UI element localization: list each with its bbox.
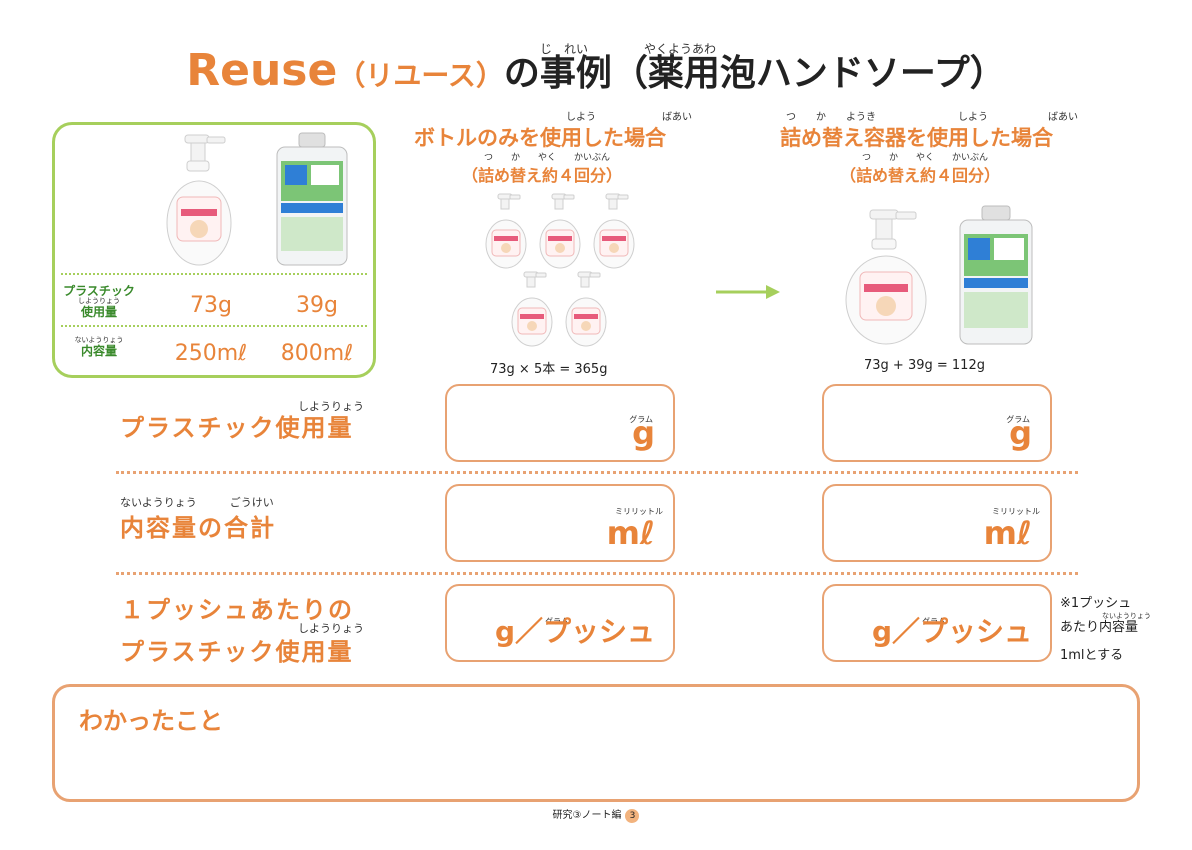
row3-refill-unit: g／プッシュ bbox=[871, 615, 1032, 648]
row3-ruby: しようりょう bbox=[298, 622, 364, 635]
row-divider bbox=[116, 572, 1078, 575]
row1-bottle-unit: g bbox=[632, 414, 655, 452]
refill-sub-ruby: つ か やく かいぶん bbox=[862, 153, 989, 163]
row1-bottle-answer[interactable]: グラム g bbox=[445, 384, 675, 462]
note-line2: あたり内容量 bbox=[1060, 620, 1139, 635]
bottle-only-subheading: （詰め替え約４回分） bbox=[462, 166, 623, 185]
page-number: 3 bbox=[625, 809, 640, 823]
panel-label-volume-ruby: ないようりょう bbox=[74, 336, 124, 344]
refill-container-image bbox=[959, 205, 1033, 345]
row1-refill-answer[interactable]: グラム g bbox=[822, 384, 1052, 462]
row1-label: プラスチック使用量 bbox=[120, 414, 354, 442]
arrow-right-icon bbox=[716, 285, 780, 299]
row3-refill-answer[interactable]: グラム g／プッシュ bbox=[822, 584, 1052, 662]
page-title: Reuse（リユース）の事例（薬用泡ハンドソープ） bbox=[0, 44, 1192, 96]
row1-ruby: しようりょう bbox=[298, 400, 364, 413]
small-pump-bottle-image bbox=[593, 193, 635, 269]
bottle-plastic-value: 73g bbox=[190, 293, 232, 318]
panel-divider bbox=[61, 325, 367, 327]
row-divider bbox=[116, 471, 1078, 474]
row2-refill-unit: mℓ bbox=[983, 514, 1032, 552]
row3-refill-unit-ruby: グラム bbox=[922, 617, 946, 626]
bottle-volume-value: 250mℓ bbox=[174, 341, 248, 366]
row2-bottle-unit-ruby: ミリリットル bbox=[615, 507, 663, 516]
findings-label: わかったこと bbox=[79, 707, 223, 735]
row3-label-b: プラスチック使用量 bbox=[120, 638, 354, 666]
row1-refill-unit: g bbox=[1009, 414, 1032, 452]
pump-bottle-image bbox=[166, 134, 232, 266]
panel-divider bbox=[61, 273, 367, 275]
refill-heading: 詰め替え容器を使用した場合 bbox=[780, 126, 1053, 150]
panel-label-volume: ないようりょう 内容量 bbox=[59, 336, 139, 358]
title-ruby-yakuyouawa: やくようあわ bbox=[644, 42, 717, 56]
small-pump-bottle-image bbox=[539, 193, 581, 269]
row2-ruby: ないようりょう ごうけい bbox=[120, 496, 274, 509]
refill-head-ruby-3: ばあい bbox=[1048, 112, 1078, 123]
small-pump-bottle-image bbox=[485, 193, 527, 269]
panel-label-volume-text: 内容量 bbox=[80, 343, 117, 358]
refill-bottle-image bbox=[276, 132, 348, 266]
refill-head-ruby-1: つ か ようき bbox=[786, 112, 876, 123]
small-pump-bottle-image bbox=[511, 271, 553, 347]
row2-bottle-answer[interactable]: ミリリットル mℓ bbox=[445, 484, 675, 562]
row3-label-a: １プッシュあたりの bbox=[120, 596, 354, 624]
row1-refill-unit-ruby: グラム bbox=[1006, 415, 1030, 424]
title-rest: の事例（薬用泡ハンドソープ） bbox=[503, 53, 1006, 94]
row2-bottle-unit: mℓ bbox=[606, 514, 655, 552]
panel-label-plastic-b: 使用量 bbox=[80, 304, 117, 319]
row3-bottle-unit: g／プッシュ bbox=[494, 615, 655, 648]
title-reuse: Reuse bbox=[186, 45, 338, 96]
refill-head-ruby-2: しよう bbox=[958, 112, 988, 123]
bottle-only-heading: ボトルのみを使用した場合 bbox=[414, 126, 666, 150]
footer-text: 研究③ノート編 bbox=[552, 810, 622, 821]
note-line1: ※1プッシュ bbox=[1060, 596, 1132, 611]
title-paren: （リユース） bbox=[337, 59, 504, 92]
refill-volume-value: 800mℓ bbox=[280, 341, 354, 366]
refill-subheading: （詰め替え約４回分） bbox=[840, 166, 1001, 185]
product-comparison-panel: プラスチック しようりょう 使用量 73g 39g ないようりょう 内容量 25… bbox=[52, 122, 376, 378]
bottle-only-sub-ruby: つ か やく かいぶん bbox=[484, 153, 611, 163]
small-pump-bottle-image bbox=[565, 271, 607, 347]
row2-refill-answer[interactable]: ミリリットル mℓ bbox=[822, 484, 1052, 562]
bottle-only-head-ruby-2: ばあい bbox=[662, 112, 692, 123]
note-line2-ruby: ないようりょう bbox=[1102, 612, 1151, 620]
row2-refill-unit-ruby: ミリリットル bbox=[992, 507, 1040, 516]
panel-label-plastic-a: プラスチック bbox=[63, 284, 135, 298]
findings-box[interactable]: わかったこと bbox=[52, 684, 1140, 802]
row3-bottle-answer[interactable]: グラム g／プッシュ bbox=[445, 584, 675, 662]
refill-pump-bottle-image bbox=[845, 209, 927, 345]
bottle-only-calc: 73g × 5本 = 365g bbox=[490, 362, 608, 377]
row1-bottle-unit-ruby: グラム bbox=[629, 415, 653, 424]
refill-calc: 73g + 39g = 112g bbox=[864, 358, 985, 373]
row2-label: 内容量の合計 bbox=[120, 514, 276, 542]
refill-plastic-value: 39g bbox=[296, 293, 338, 318]
panel-label-plastic-ruby: しようりょう bbox=[78, 297, 120, 306]
panel-label-plastic: プラスチック しようりょう 使用量 bbox=[59, 284, 139, 319]
bottle-only-head-ruby-1: しよう bbox=[566, 112, 596, 123]
row3-bottle-unit-ruby: グラム bbox=[545, 617, 569, 626]
note-line3: 1mlとする bbox=[1060, 648, 1124, 663]
title-ruby-jirei: じ れい bbox=[540, 42, 589, 56]
